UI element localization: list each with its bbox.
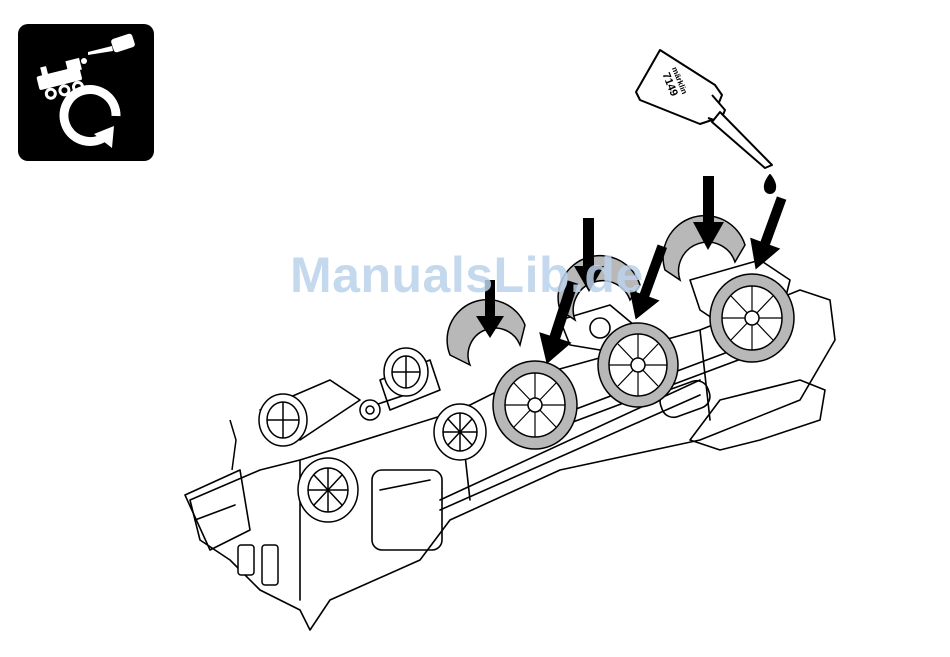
watermark: ManualsLib.de (290, 246, 644, 304)
oil-bottle (636, 50, 775, 193)
